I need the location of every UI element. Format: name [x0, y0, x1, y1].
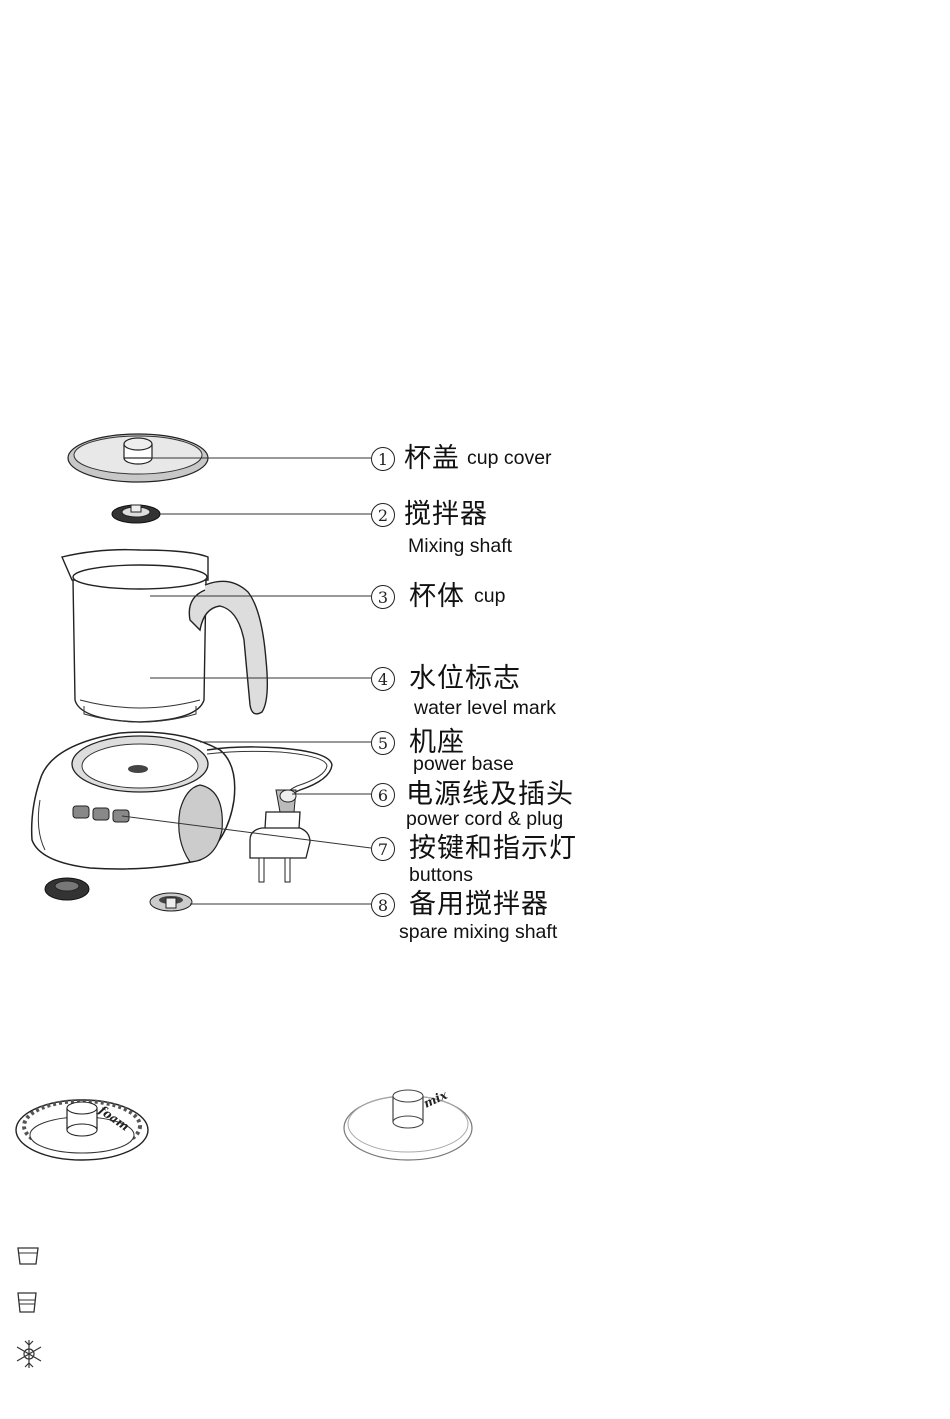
spare-shaft-left-drawing — [45, 878, 89, 900]
mix-disc-drawing — [344, 1090, 472, 1160]
part-en-7: buttons — [409, 866, 473, 886]
part-number-1: 1 — [371, 447, 395, 471]
part-number-8: 8 — [371, 893, 395, 917]
mixing-shaft-drawing — [112, 505, 160, 523]
part-number-3: 3 — [371, 585, 395, 609]
part-cn-5: 机座 — [409, 729, 465, 756]
part-en-8: spare mixing shaft — [399, 923, 557, 943]
part-number-5: 5 — [371, 731, 395, 755]
cup-small-icon — [18, 1293, 36, 1312]
part-en-4: water level mark — [414, 699, 556, 719]
cup-drawing — [62, 550, 267, 722]
snowflake-icon — [17, 1340, 41, 1368]
part-number-7: 7 — [371, 837, 395, 861]
part-cn-8: 备用搅拌器 — [409, 891, 549, 918]
part-number-6: 6 — [371, 783, 395, 807]
part-en-1: cup cover — [467, 449, 552, 469]
part-en-5: power base — [413, 755, 514, 775]
part-en-6: power cord & plug — [406, 810, 563, 830]
part-cn-2: 搅拌器 — [404, 501, 488, 528]
part-en-2: Mixing shaft — [408, 537, 512, 557]
spare-shaft-right-drawing — [150, 893, 192, 911]
part-en-3: cup — [474, 587, 505, 607]
part-cn-6: 电源线及插头 — [406, 781, 574, 808]
foam-whisk-drawing — [16, 1100, 148, 1160]
part-cn-4: 水位标志 — [409, 665, 521, 692]
part-number-2: 2 — [371, 503, 395, 527]
part-number-4: 4 — [371, 667, 395, 691]
part-cn-1: 杯盖 — [404, 445, 460, 472]
cup-large-icon — [18, 1248, 38, 1264]
part-cn-3: 杯体 — [409, 583, 465, 610]
part-cn-7: 按键和指示灯 — [409, 835, 577, 862]
